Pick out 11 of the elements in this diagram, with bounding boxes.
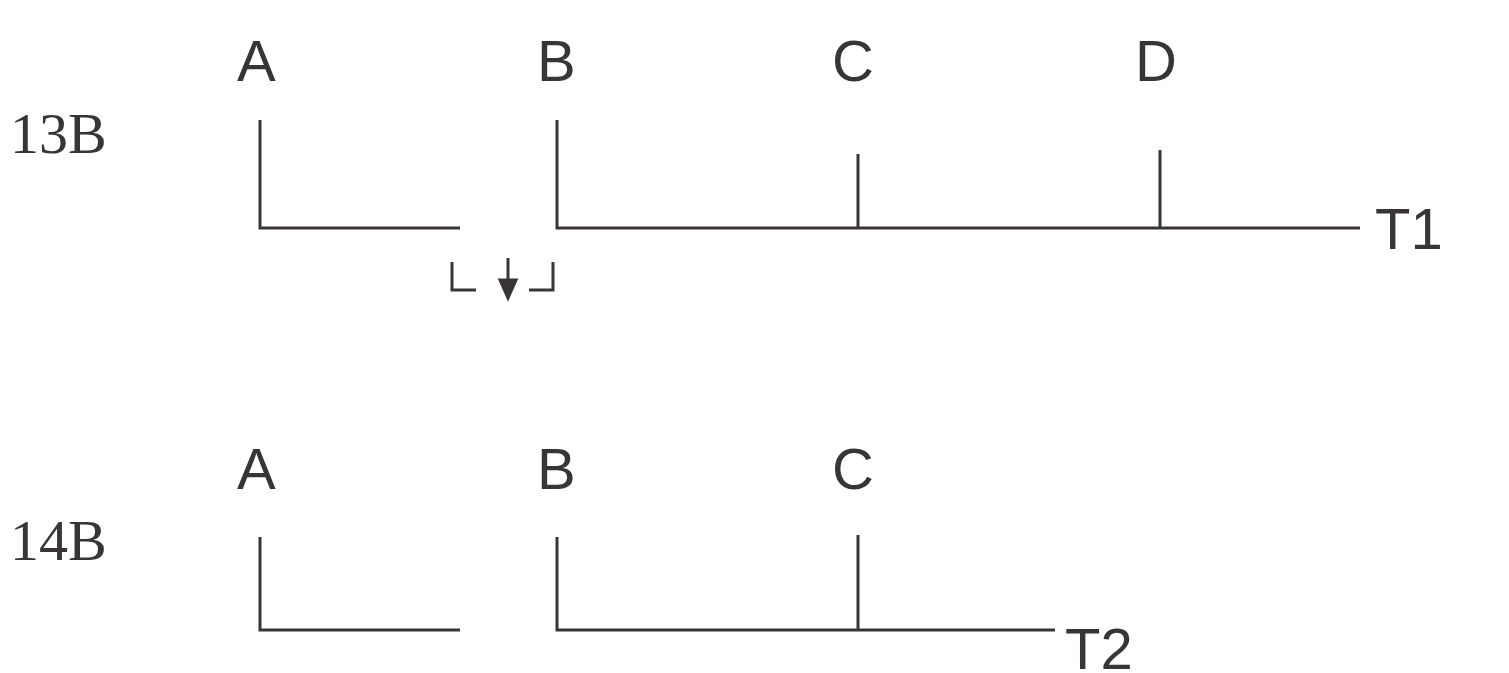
row-label: 13B	[10, 105, 107, 163]
column-letter: A	[237, 32, 276, 90]
column-letter: A	[237, 440, 276, 498]
end-label: T2	[1065, 620, 1133, 673]
column-letter: B	[537, 32, 576, 90]
row-label: 14B	[10, 512, 107, 570]
column-letter: B	[537, 440, 576, 498]
column-letter: C	[832, 440, 874, 498]
end-label: T1	[1375, 200, 1443, 258]
column-letter: D	[1135, 32, 1177, 90]
column-letter: C	[832, 32, 874, 90]
